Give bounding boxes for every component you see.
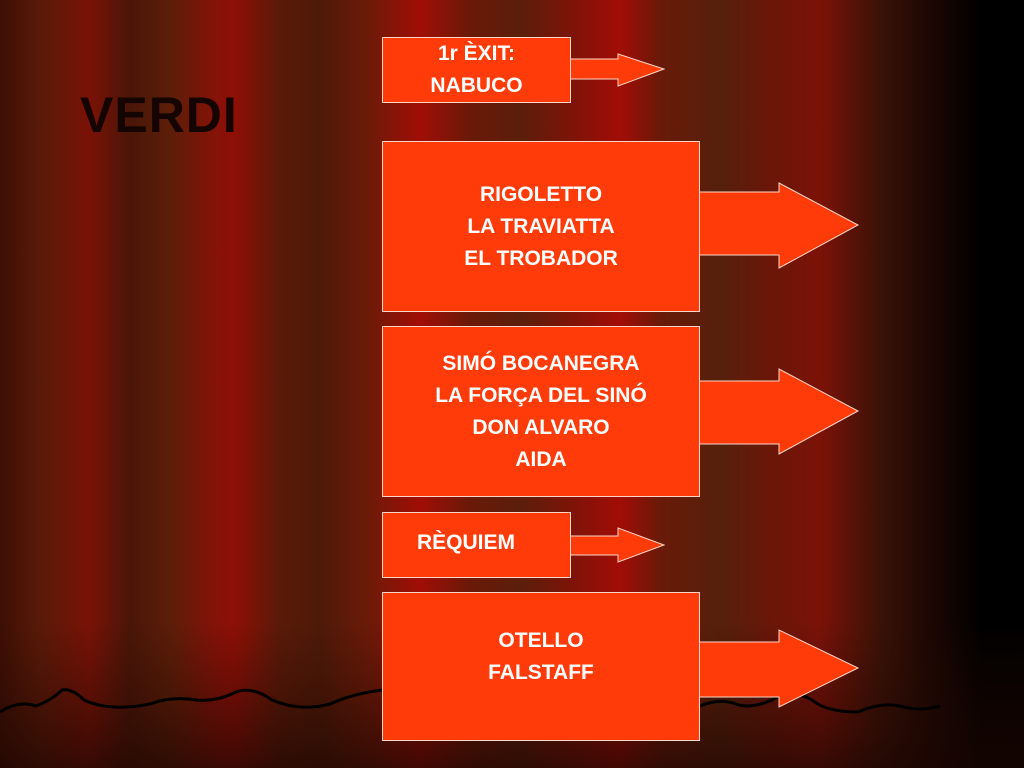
box-line: AIDA: [515, 447, 567, 471]
curtain-hem-right: [857, 703, 941, 714]
box-line: 1r ÈXIT:: [437, 42, 516, 65]
arrow-3-bocanegra: [698, 368, 860, 455]
box-line: RIGOLETTO: [479, 182, 603, 206]
box-line: SIMÓ BOCANEGRA: [442, 351, 640, 375]
box-otello: OTELLO FALSTAFF: [382, 592, 700, 741]
box-rigoletto: RIGOLETTO LA TRAVIATTA EL TROBADOR: [382, 141, 700, 312]
box-line: OTELLO: [498, 628, 584, 652]
box-nabuco: 1r ÈXIT: NABUCO: [382, 37, 571, 103]
box-line: DON ALVARO: [472, 415, 610, 439]
box-line: NABUCO: [430, 74, 523, 97]
box-requiem: RÈQUIEM: [382, 512, 571, 578]
arrow-2-rigoletto: [698, 182, 860, 269]
curtain-hem-left: [0, 688, 383, 714]
arrow-4-requiem: [569, 527, 666, 563]
page-title: VERDI: [80, 87, 238, 143]
box-line: LA FORÇA DEL SINÓ: [435, 383, 647, 407]
arrow-1-nabuco: [569, 53, 666, 87]
box-bocanegra: SIMÓ BOCANEGRA LA FORÇA DEL SINÓ DON ALV…: [382, 326, 700, 497]
curtain-hem-middle: [699, 693, 859, 714]
box-line: EL TROBADOR: [464, 246, 618, 270]
box-line: RÈQUIEM: [417, 531, 516, 554]
arrow-5-otello: [698, 629, 860, 708]
box-line: LA TRAVIATTA: [467, 214, 615, 238]
box-line: FALSTAFF: [488, 660, 594, 684]
